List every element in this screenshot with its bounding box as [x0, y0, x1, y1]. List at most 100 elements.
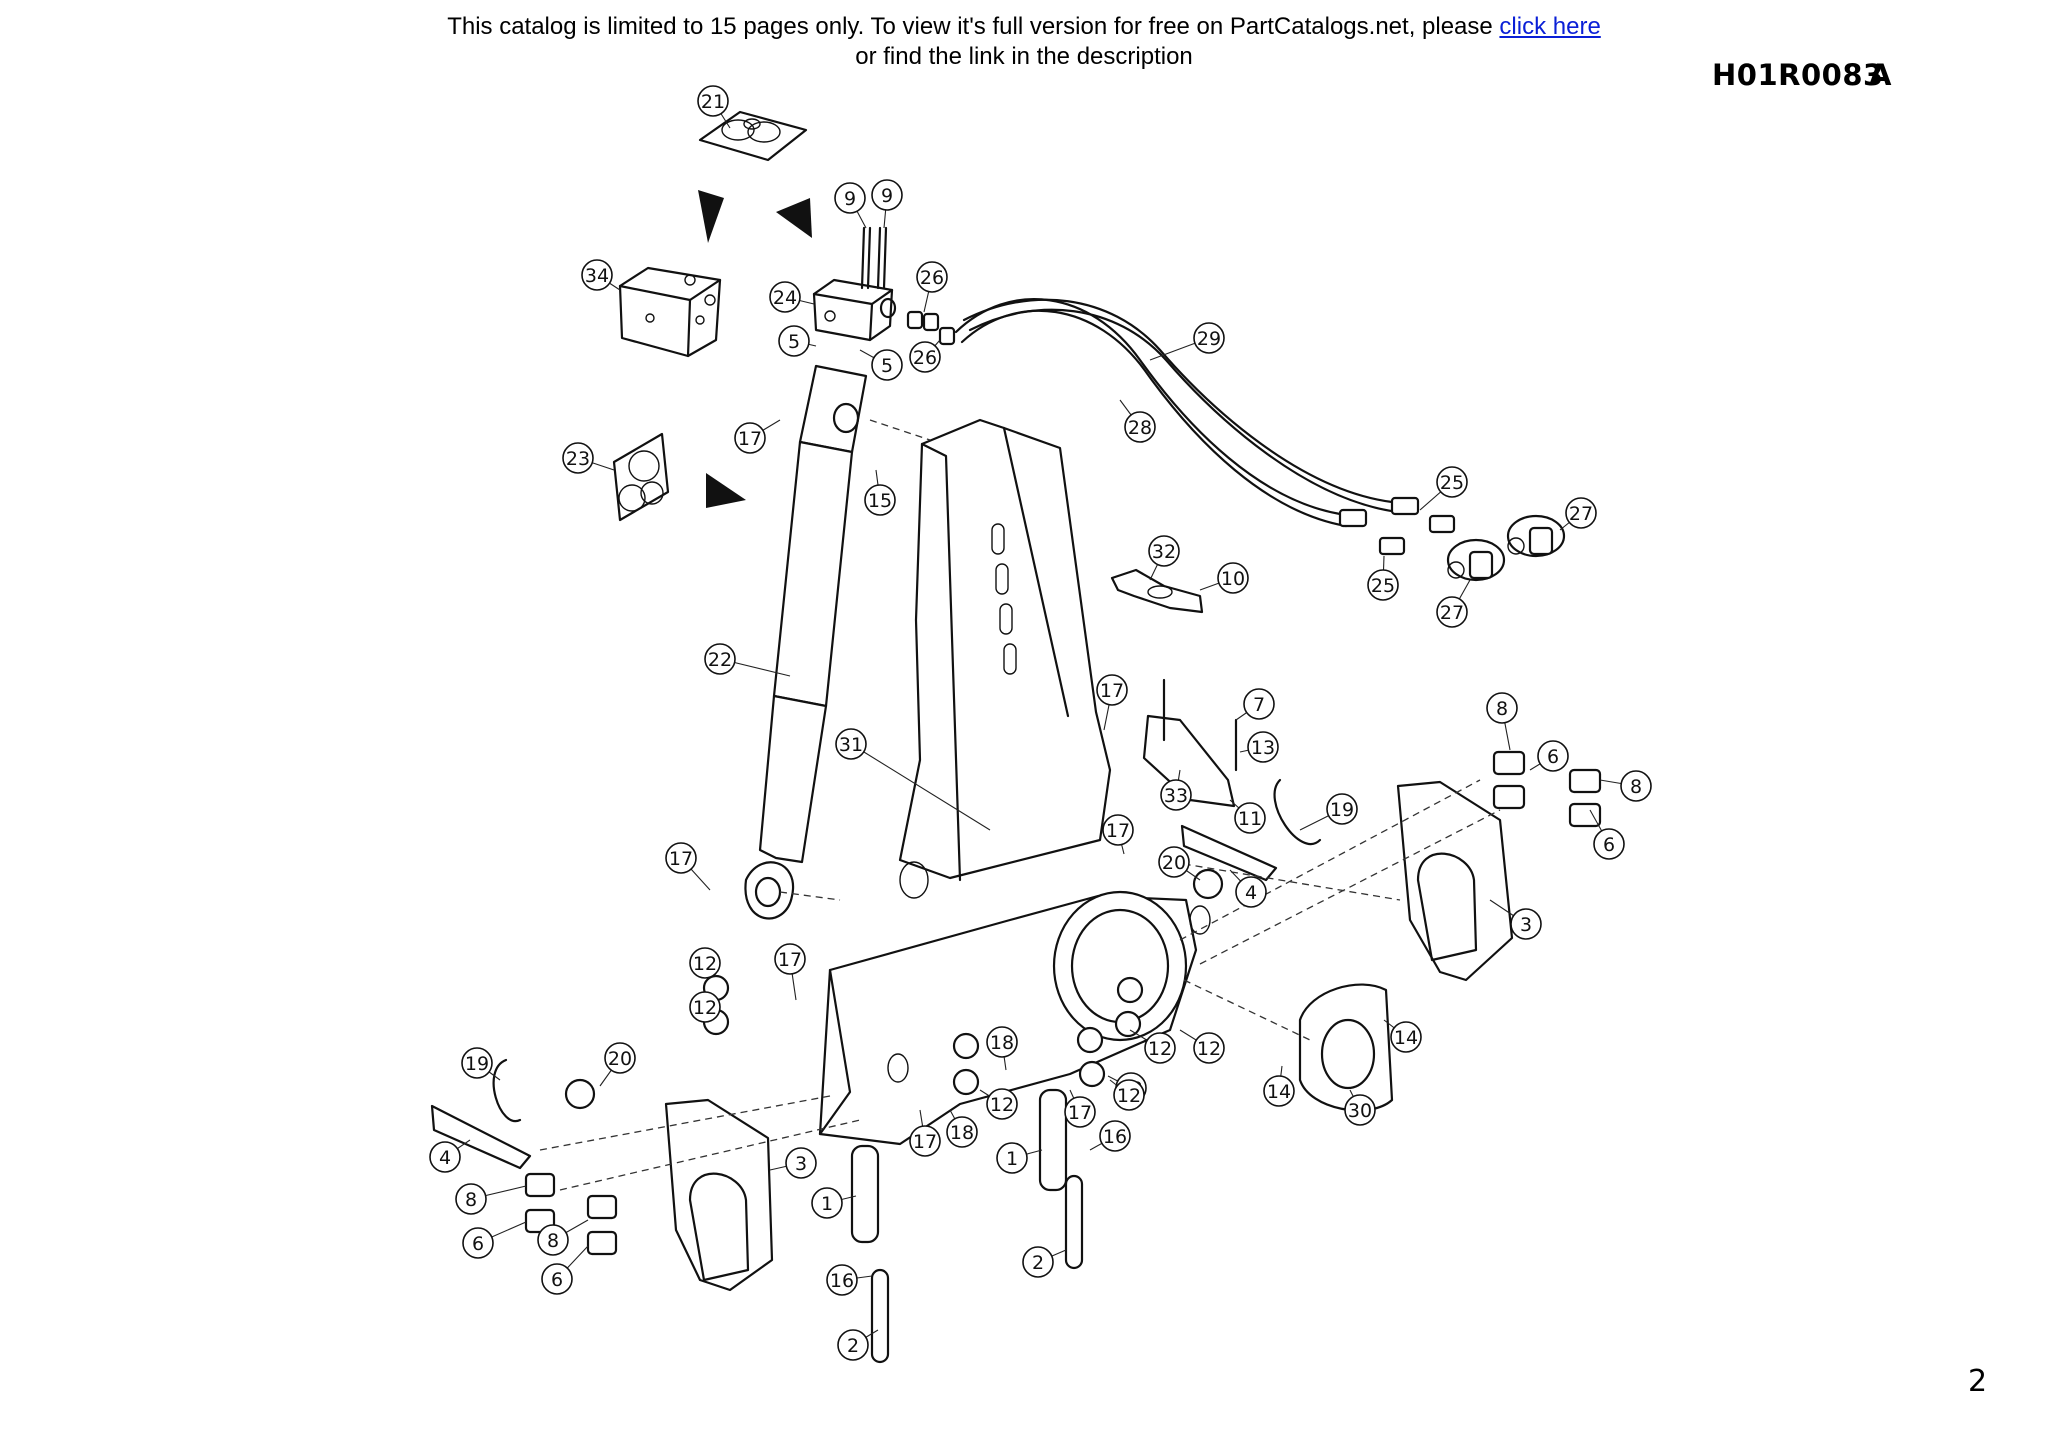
callout-label: 4 [439, 1147, 451, 1169]
latch-4-left [430, 1058, 596, 1170]
callout-26: 26 [916, 261, 948, 313]
catalog-notice-text: This catalog is limited to 15 pages only… [447, 13, 1493, 40]
callout-balloon [1148, 535, 1180, 567]
callout-label: 19 [465, 1053, 489, 1075]
callout-17: 17 [1064, 1089, 1096, 1128]
valve-block-34 [618, 266, 722, 358]
callout-label: 34 [585, 265, 609, 287]
callout-2: 2 [1022, 1246, 1067, 1278]
callout-balloon [1235, 876, 1267, 908]
callout-2: 2 [837, 1329, 879, 1361]
callout-label: 8 [547, 1230, 559, 1252]
assembly-guide-lines [539, 419, 1501, 1191]
callout-balloon [665, 842, 697, 874]
callout-balloon [462, 1227, 494, 1259]
block-24 [812, 226, 897, 342]
mounting-plate-3-left [664, 1098, 774, 1292]
callout-label: 9 [844, 188, 856, 210]
callout-15: 15 [864, 469, 896, 516]
callout-label: 8 [1496, 698, 1508, 720]
callout-balloon [909, 1125, 941, 1157]
callout-17: 17 [734, 419, 781, 454]
callout-label: 9 [881, 185, 893, 207]
callout-balloon [455, 1183, 487, 1215]
callout-balloon [1217, 562, 1249, 594]
catalog-notice-line2: or find the link in the description [855, 43, 1193, 70]
callout-label: 21 [701, 91, 725, 113]
callout-17: 17 [665, 842, 711, 891]
callout-balloon [461, 1047, 493, 1079]
callout-31: 31 [835, 728, 991, 831]
callout-balloon [871, 179, 903, 211]
callout-label: 8 [1630, 776, 1642, 798]
callout-label: 2 [1032, 1252, 1044, 1274]
callout-label: 12 [990, 1094, 1014, 1116]
callout-balloon [778, 325, 810, 357]
callout-balloon [871, 349, 903, 381]
callout-13: 13 [1239, 731, 1279, 763]
callout-label: 16 [1103, 1126, 1127, 1148]
callout-label: 11 [1238, 808, 1262, 830]
callout-balloon [562, 442, 594, 474]
callout-label: 17 [1068, 1102, 1092, 1124]
click-here-link[interactable]: click here [1499, 13, 1601, 40]
callout-label: 33 [1164, 785, 1188, 807]
callout-label: 19 [1330, 799, 1354, 821]
latch-4-right [1180, 778, 1322, 900]
callout-32: 32 [1148, 535, 1180, 581]
callout-9: 9 [834, 182, 867, 229]
seal-kit-23 [612, 432, 670, 522]
drawing-revision: A [1869, 58, 1892, 92]
seal-kit-21 [698, 110, 808, 162]
callout-balloon [1064, 1096, 1096, 1128]
callout-label: 12 [693, 997, 717, 1019]
callout-balloon [1113, 1079, 1145, 1111]
callout-label: 7 [1253, 694, 1265, 716]
callout-label: 20 [608, 1048, 632, 1070]
callout-12: 12 [1129, 1029, 1176, 1064]
callout-balloon [537, 1224, 569, 1256]
callout-11: 11 [1229, 799, 1266, 834]
callout-balloon [1367, 569, 1399, 601]
callout-17: 17 [909, 1109, 941, 1157]
callout-label: 31 [839, 734, 863, 756]
callout-label: 6 [472, 1233, 484, 1255]
callout-balloon [581, 259, 613, 291]
callout-33: 33 [1160, 769, 1192, 811]
callout-balloon [697, 85, 729, 117]
callout-8: 8 [1486, 692, 1518, 751]
callout-label: 25 [1440, 472, 1464, 494]
callout-label: 6 [551, 1269, 563, 1291]
callout-label: 25 [1371, 575, 1395, 597]
page-number: 2 [1968, 1364, 1988, 1399]
callout-label: 14 [1394, 1027, 1418, 1049]
catalog-notice-line1: This catalog is limited to 15 pages only… [0, 12, 2048, 41]
callout-balloon [1436, 466, 1468, 498]
callout-balloon [689, 991, 721, 1023]
callout-17: 17 [1102, 814, 1134, 855]
callout-20: 20 [599, 1042, 636, 1087]
callout-label: 20 [1162, 852, 1186, 874]
callout-balloon [1102, 814, 1134, 846]
callout-balloon [837, 1329, 869, 1361]
callout-balloon [1247, 731, 1279, 763]
callout-6: 6 [1529, 740, 1569, 772]
hub-30 [1298, 983, 1394, 1112]
callout-balloon [1193, 322, 1225, 354]
callout-balloon [1099, 1120, 1131, 1152]
callout-balloon [909, 341, 941, 373]
callout-balloon [1124, 411, 1156, 443]
callout-balloon [835, 728, 867, 760]
callout-label: 1 [1006, 1148, 1018, 1170]
callout-balloon [834, 182, 866, 214]
callout-balloon [946, 1116, 978, 1148]
callout-34: 34 [581, 259, 621, 291]
callout-label: 12 [1148, 1038, 1172, 1060]
callout-17: 17 [1096, 674, 1128, 731]
callout-18: 18 [946, 1109, 978, 1148]
callout-balloon [916, 261, 948, 293]
callout-balloon [704, 643, 736, 675]
callout-balloon [1510, 908, 1542, 940]
callout-label: 26 [920, 267, 944, 289]
